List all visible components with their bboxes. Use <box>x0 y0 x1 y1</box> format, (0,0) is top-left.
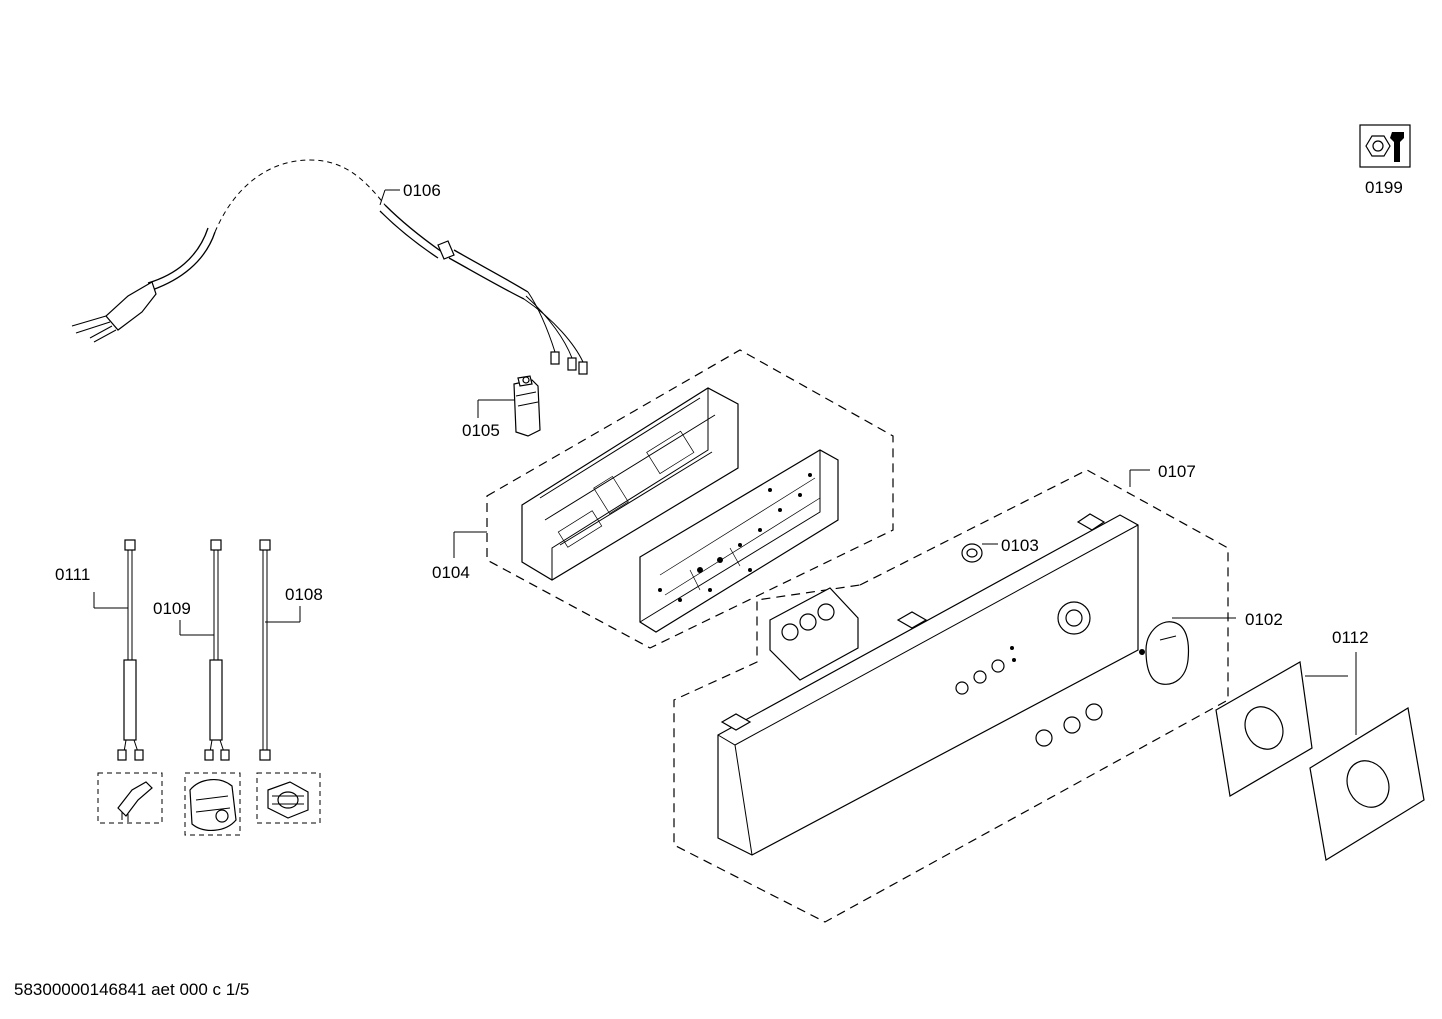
leader-0106 <box>379 189 386 206</box>
thumbnail-motor <box>256 772 321 824</box>
control-panel-fascia <box>717 513 1139 856</box>
group-outline-0104 <box>486 349 894 649</box>
harness-0109 <box>204 539 230 761</box>
group-outline-0107 <box>673 469 1229 923</box>
label-0109: 0109 <box>153 599 191 618</box>
label-0107: 0107 <box>1158 462 1196 481</box>
label-0103: 0103 <box>1001 536 1039 555</box>
selector-knob-part <box>1139 621 1190 685</box>
button-carrier <box>769 587 859 681</box>
label-0104: 0104 <box>432 563 470 582</box>
wrench-and-nut-icon <box>1359 124 1411 168</box>
document-footer-code: 58300000146841 aet 000 c 1/5 <box>14 980 250 999</box>
label-0106: 0106 <box>403 181 441 200</box>
thumbnail-pump <box>184 772 241 836</box>
label-0102: 0102 <box>1245 610 1283 629</box>
power-cord-part <box>71 159 588 375</box>
bracket-part-0105 <box>513 375 541 437</box>
small-knob-part <box>961 543 983 563</box>
circuit-board <box>639 449 839 633</box>
label-0199: 0199 <box>1365 178 1403 197</box>
cover-plate-rear <box>1309 707 1425 861</box>
harness-0108 <box>259 539 271 761</box>
label-0111: 0111 <box>55 565 90 584</box>
label-0105: 0105 <box>462 421 500 440</box>
label-0108: 0108 <box>285 585 323 604</box>
control-module-housing <box>521 387 739 581</box>
thumbnail-sensor <box>97 772 163 824</box>
cover-plate-front <box>1215 661 1313 797</box>
label-0112: 0112 <box>1332 628 1369 647</box>
harness-0111 <box>117 539 144 761</box>
